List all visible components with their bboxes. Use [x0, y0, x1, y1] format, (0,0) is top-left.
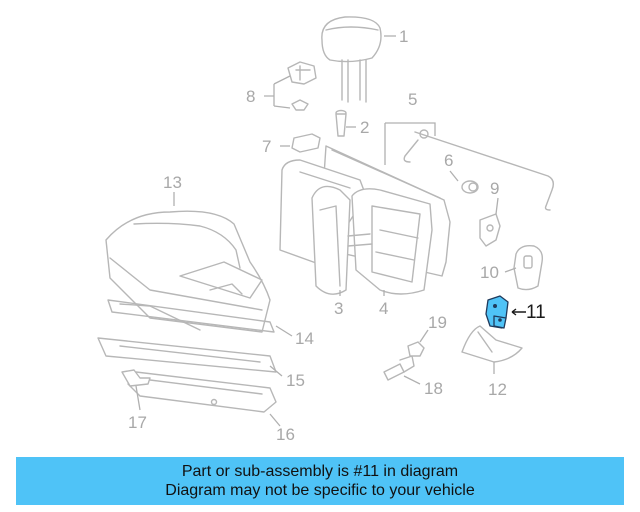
callout-14: 14 — [295, 329, 314, 348]
banner-line-part-number: Part or sub-assembly is #11 in diagram — [181, 463, 459, 480]
headrest-guide-part — [287, 61, 317, 111]
base-frame-part — [127, 371, 277, 413]
side-shield-part — [461, 325, 523, 363]
headrest-part — [321, 16, 382, 103]
seat-back-part — [279, 145, 451, 295]
grommet-part — [461, 180, 479, 194]
callout-15: 15 — [286, 371, 305, 390]
clip-part — [121, 369, 151, 387]
callout-13: 13 — [163, 173, 182, 192]
guide-sleeve-part — [335, 109, 347, 137]
trim-cover-part — [513, 244, 544, 291]
banner-line-disclaimer: Diagram may not be specific to your vehi… — [165, 482, 475, 499]
callout-1: 1 — [399, 27, 408, 46]
callout-19: 19 — [428, 313, 447, 332]
callout-7: 7 — [262, 137, 271, 156]
bolt-part — [383, 355, 415, 381]
callout-17: 17 — [128, 413, 147, 432]
bushing-part — [291, 133, 321, 153]
callout-6: 6 — [444, 151, 453, 170]
parts-diagram: 1 2 3 4 5 6 7 8 9 10 11 12 13 14 15 16 1… — [97, 16, 555, 444]
info-banner: Part or sub-assembly is #11 in diagram D… — [16, 457, 624, 505]
callout-12: 12 — [488, 380, 507, 399]
spring-pad-part — [97, 337, 277, 373]
callout-3: 3 — [334, 299, 343, 318]
callout-4: 4 — [379, 299, 388, 318]
cushion-frame-part — [107, 299, 275, 333]
callout-9: 9 — [490, 179, 499, 198]
callout-5: 5 — [408, 90, 417, 109]
callout-8: 8 — [246, 87, 255, 106]
hinge-bracket-part — [485, 295, 509, 329]
bracket-part — [479, 213, 501, 247]
callout-18: 18 — [424, 379, 443, 398]
frame-wire-part — [403, 129, 555, 211]
callout-10: 10 — [480, 263, 499, 282]
nut-part — [407, 341, 425, 357]
callout-11: 11 — [526, 302, 546, 323]
callout-2: 2 — [360, 118, 369, 137]
callout-16: 16 — [276, 425, 295, 444]
seat-cushion-part — [105, 210, 271, 333]
